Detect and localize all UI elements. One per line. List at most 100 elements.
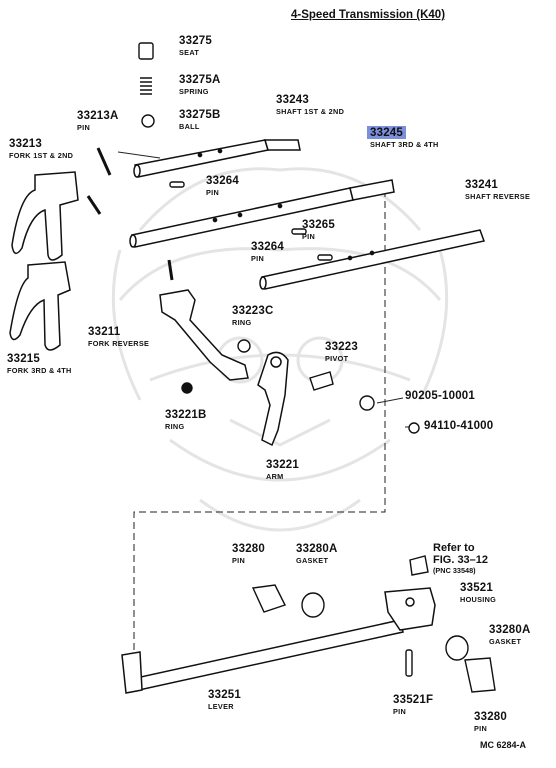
part-name: RING <box>165 421 185 431</box>
diagram-code: MC 6284-A <box>480 740 527 750</box>
part-number: 33221B <box>165 409 207 421</box>
part-name: PIN <box>77 122 91 132</box>
part-label[interactable]: 33243 SHAFT 1ST & 2ND <box>276 94 344 114</box>
part-number: 90205-10001 <box>405 390 475 402</box>
gasket <box>301 592 325 618</box>
part-name: PIN <box>232 555 246 565</box>
part-number: 33243 <box>276 94 309 106</box>
part-label[interactable]: 94110-41000 <box>424 420 494 433</box>
part-label[interactable]: 33264 PIN <box>206 175 239 195</box>
pivot <box>309 371 334 391</box>
part-number: 33280A <box>489 624 531 636</box>
part-label[interactable]: 33275B BALL <box>179 109 220 131</box>
part-name: SHAFT REVERSE <box>465 191 531 201</box>
refer-note[interactable]: Refer to FIG. 33–12 (PNC 33548) <box>433 542 488 575</box>
part-label-highlighted[interactable]: 33245 SHAFT 3RD & 4TH <box>367 126 439 149</box>
shaft-reverse <box>259 229 485 290</box>
nut <box>408 422 420 434</box>
part-name: BALL <box>179 121 200 131</box>
part-number: 33223C <box>232 305 274 317</box>
part-label[interactable]: 33275 SEAT <box>179 35 212 55</box>
leader-line <box>117 151 161 159</box>
pin <box>251 584 286 613</box>
part-label[interactable]: 33221 ARM <box>266 459 299 481</box>
part-number: 33215 <box>7 353 40 365</box>
refer-line-3: (PNC 33548) <box>433 566 476 575</box>
arm <box>257 351 289 447</box>
part-name: GASKET <box>296 555 329 565</box>
part-number: 33213 <box>9 138 42 150</box>
ring <box>237 339 251 353</box>
part-label[interactable]: 33221B RING <box>165 409 207 431</box>
part-name: SPRING <box>179 86 209 96</box>
part-label[interactable]: 33264 PIN <box>251 241 284 263</box>
dashed-guide-line <box>133 190 386 652</box>
part-number: 33280 <box>232 543 265 555</box>
part-label[interactable]: 33215 FORK 3RD & 4TH <box>7 353 72 375</box>
part-name: PIN <box>302 231 316 241</box>
fork-reverse <box>159 289 249 381</box>
part-name: FORK REVERSE <box>88 338 150 348</box>
pin <box>291 228 307 235</box>
part-name: PIN <box>393 706 407 716</box>
part-label[interactable]: 33521 HOUSING <box>460 582 497 604</box>
part-number: 33521 <box>460 582 493 594</box>
ball <box>141 114 155 128</box>
fork-1st-2nd <box>11 171 79 261</box>
part-name: RING <box>232 317 252 327</box>
part-number: 33245 <box>367 126 406 139</box>
part-label[interactable]: 33265 PIN <box>302 219 335 241</box>
part-number: 33265 <box>302 219 335 231</box>
gasket <box>445 635 469 661</box>
part-name: PIN <box>251 253 265 263</box>
pin <box>317 254 333 261</box>
part-label[interactable]: 33241 SHAFT REVERSE <box>465 179 531 201</box>
part-name: SHAFT 3RD & 4TH <box>370 139 439 149</box>
part-label[interactable]: 33280A GASKET <box>296 543 337 565</box>
spring <box>140 77 152 95</box>
part-label[interactable]: 33213A PIN <box>77 110 119 132</box>
part-name: ARM <box>266 471 284 481</box>
diagram-title: 4-Speed Transmission (K40) <box>291 9 446 21</box>
part-label[interactable]: 33280A GASKET <box>489 624 531 644</box>
refer-line-1: Refer to <box>433 542 475 554</box>
part-number: 33211 <box>88 326 121 338</box>
part-label[interactable]: 33223C RING <box>232 305 274 327</box>
part-label[interactable]: 33275A SPRING <box>179 74 220 96</box>
part-name: PIVOT <box>325 353 349 363</box>
part-label[interactable]: 33223 PIVOT <box>325 341 358 363</box>
lever <box>121 587 436 694</box>
fork-3rd-4th <box>9 261 71 351</box>
leader-line <box>376 397 404 404</box>
part-name: FORK 3RD & 4TH <box>7 365 72 375</box>
part-name: PIN <box>474 723 488 733</box>
pin <box>86 195 102 215</box>
ring <box>181 382 193 394</box>
part-label[interactable]: 33213 FORK 1ST & 2ND <box>9 138 74 160</box>
part-number: 33223 <box>325 341 358 353</box>
pin <box>464 657 496 693</box>
part-name: LEVER <box>208 701 234 711</box>
part-label[interactable]: 90205-10001 <box>405 390 475 403</box>
part-label[interactable]: 33211 FORK REVERSE <box>88 326 150 348</box>
part-label[interactable]: 33280 PIN <box>474 711 507 733</box>
part-label[interactable]: 33280 PIN <box>232 543 265 565</box>
pin <box>96 147 112 176</box>
part-number: 33213A <box>77 110 119 122</box>
part-number: 33521F <box>393 694 434 706</box>
part-number: 33264 <box>251 241 284 253</box>
pin <box>167 259 174 281</box>
part-label[interactable]: 33521F PIN <box>393 694 434 716</box>
part-number: 33264 <box>206 175 239 187</box>
pin <box>169 181 185 188</box>
part-name: FORK 1ST & 2ND <box>9 150 74 160</box>
part-name: HOUSING <box>460 594 497 604</box>
refer-line-2: FIG. 33–12 <box>433 554 489 566</box>
part-number: 33241 <box>465 179 498 191</box>
fitting <box>409 555 429 576</box>
part-number: 33280 <box>474 711 507 723</box>
part-number: 94110-41000 <box>424 420 494 432</box>
part-number: 33221 <box>266 459 299 471</box>
part-label[interactable]: 33251 LEVER <box>208 689 241 711</box>
